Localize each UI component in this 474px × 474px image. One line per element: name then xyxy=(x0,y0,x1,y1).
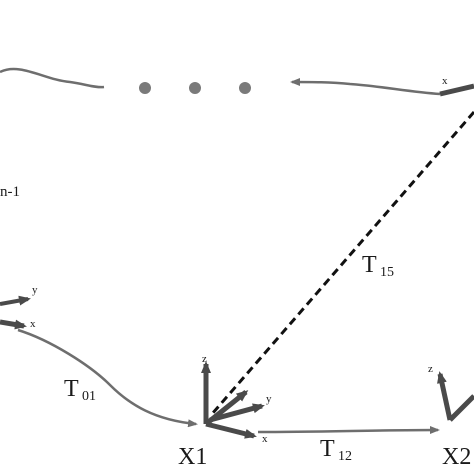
frame-x0-y-axis xyxy=(0,295,31,306)
frame-x0-x-axis xyxy=(0,319,27,330)
frame-x1-y-label: y xyxy=(266,393,272,405)
frame-x1-y2-axis xyxy=(209,403,265,423)
frame-x2-z-axis xyxy=(437,371,453,421)
label-t12-main: T xyxy=(320,436,335,462)
trajectory-t01 xyxy=(17,328,198,428)
label-t12-sub: 12 xyxy=(338,449,352,464)
top-trajectory-curve xyxy=(0,67,105,89)
frame-x1: z x y xyxy=(201,353,272,445)
frame-x0: y x xyxy=(0,284,38,330)
ellipsis-dot xyxy=(139,82,151,94)
frame-x2-z-label: z xyxy=(428,363,433,375)
ellipsis-dot xyxy=(239,82,251,94)
side-label: n-1 xyxy=(0,184,20,200)
frame-x1-x-axis xyxy=(205,421,257,439)
label-t15: T 15 xyxy=(362,252,394,280)
frame-x1-x-label: x xyxy=(262,433,268,445)
label-t15-sub: 15 xyxy=(380,265,394,280)
frame-x2: z xyxy=(428,363,474,422)
ellipsis-dots xyxy=(139,82,251,94)
loop-closure-dashed-line xyxy=(210,111,474,415)
frame-x1-z-label: z xyxy=(202,353,207,365)
label-x1: X1 xyxy=(178,444,207,470)
label-t15-main: T xyxy=(362,252,377,278)
trajectory-t12 xyxy=(257,426,440,435)
frame-x0-x-label: x xyxy=(30,318,36,330)
label-t01-sub: 01 xyxy=(82,389,96,404)
frame-top-right: x xyxy=(439,75,474,97)
label-t01: T 01 xyxy=(64,376,96,404)
top-right-trajectory-arrow xyxy=(290,78,441,96)
frame-top-right-x-axis xyxy=(439,83,474,97)
label-x2: X2 xyxy=(442,444,471,470)
label-t12: T 12 xyxy=(320,436,352,464)
frame-top-right-x-label: x xyxy=(442,75,448,87)
frame-x0-y-label: y xyxy=(32,284,38,296)
label-t01-main: T xyxy=(64,376,79,402)
ellipsis-dot xyxy=(189,82,201,94)
frame-x2-x-axis xyxy=(448,394,474,422)
